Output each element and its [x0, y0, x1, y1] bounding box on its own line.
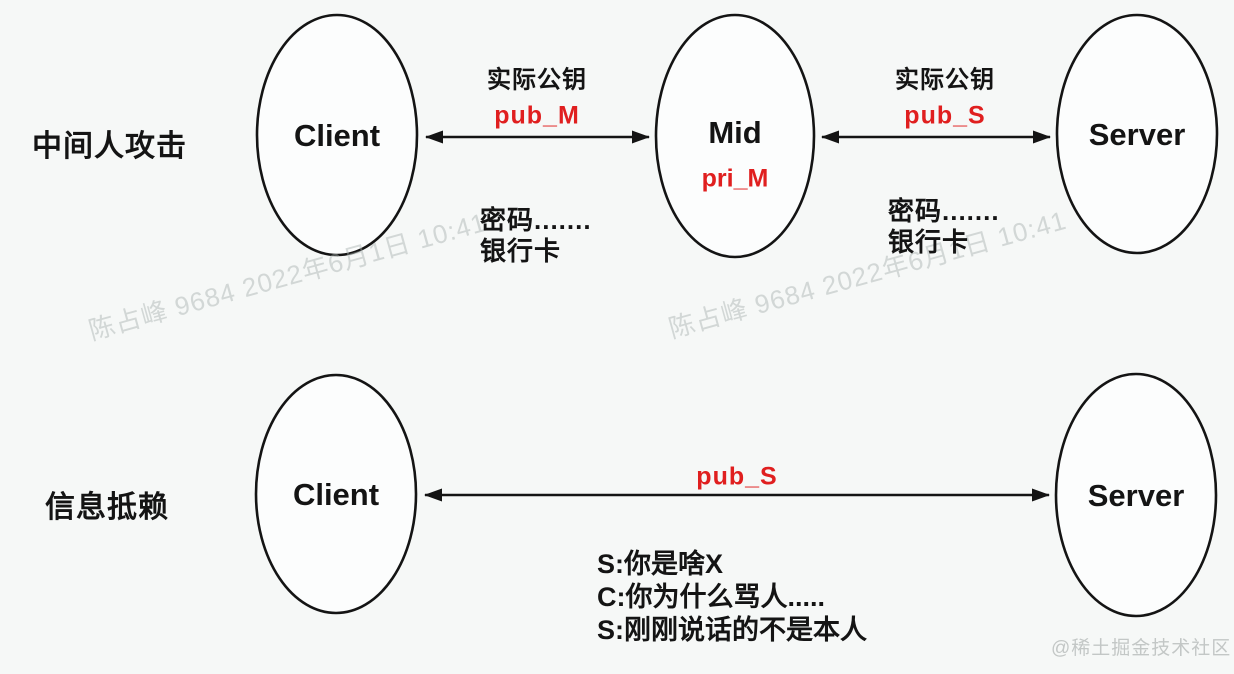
- section-title-mitm: 中间人攻击: [32, 130, 187, 163]
- community-watermark: @稀土掘金技术社区: [1051, 638, 1232, 659]
- mid-node-ellipse: [654, 13, 816, 259]
- mid-server-caption: 实际公钥: [895, 66, 995, 94]
- dialog-line-3: S:刚刚说话的不是本人: [597, 615, 867, 645]
- mid-private-key-label: pri_M: [701, 164, 769, 193]
- server-node-label-bottom: Server: [1087, 478, 1185, 513]
- mid-node-label: Mid: [708, 115, 762, 150]
- dialog-line-1: S:你是啥X: [597, 549, 724, 579]
- client-node-label-bottom: Client: [292, 477, 380, 512]
- client-mid-note: 密码....... 银行卡: [480, 205, 592, 266]
- server-node-label-top: Server: [1088, 117, 1186, 152]
- dialog-line-2: C:你为什么骂人.....: [597, 582, 825, 612]
- mid-server-key-label: pub_S: [904, 101, 986, 130]
- server-node-ellipse-top: [1055, 13, 1219, 255]
- client-node-ellipse-top: [255, 13, 419, 257]
- server-node-ellipse-bottom: [1054, 372, 1218, 618]
- client-node-label-top: Client: [293, 118, 381, 153]
- client-node-ellipse-bottom: [254, 373, 418, 615]
- repudiation-dialog: S:你是啥X C:你为什么骂人..... S:刚刚说话的不是本人: [597, 548, 867, 647]
- client-server-key-label: pub_S: [696, 462, 778, 491]
- mid-server-note: 密码....... 银行卡: [888, 196, 1000, 257]
- client-mid-caption: 实际公钥: [487, 66, 587, 94]
- section-title-repudiation: 信息抵赖: [45, 491, 169, 524]
- client-mid-key-label: pub_M: [494, 101, 580, 130]
